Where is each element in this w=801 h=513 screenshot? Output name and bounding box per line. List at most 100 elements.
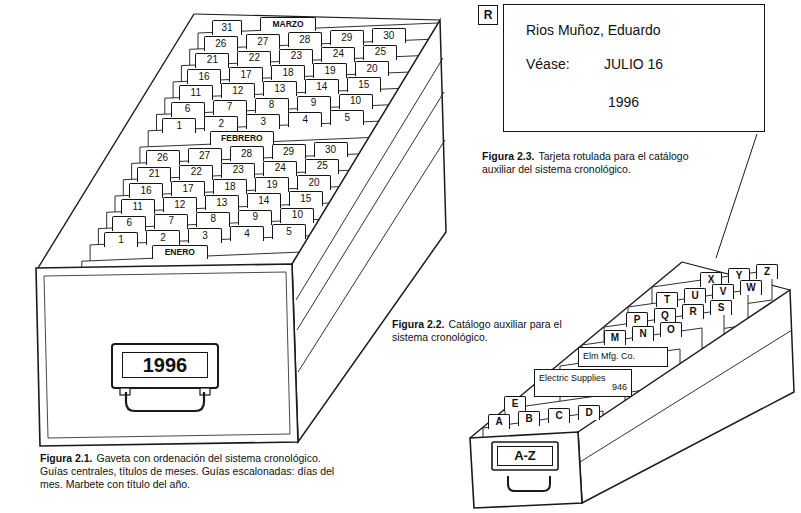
day-tab: 15 — [347, 77, 381, 92]
tab-text: B — [525, 414, 532, 425]
tab-text: Elm Mfg. Co. — [583, 352, 663, 361]
catalog-drawer — [470, 262, 794, 508]
day-tab: 7 — [213, 100, 247, 115]
alphabet-tab: M — [604, 330, 626, 345]
tab-text: 15 — [358, 80, 369, 91]
tab-text: Q — [661, 311, 669, 322]
drawer-handle — [126, 392, 204, 411]
figure-number: Figura 2.3. — [482, 150, 535, 162]
tab-text: Electric Supplies — [539, 374, 627, 383]
day-tab: 10 — [280, 208, 314, 223]
tab-text: 10 — [292, 210, 303, 221]
month-guide: ENERO — [152, 245, 208, 259]
tab-text: 4 — [302, 115, 308, 126]
label-holder — [112, 344, 218, 388]
tab-text: 28 — [241, 149, 252, 160]
card-text: JULIO 16 — [604, 57, 663, 72]
month-guide: FEBRERO — [210, 131, 274, 145]
tab-text: 18 — [283, 68, 294, 79]
drawer-front — [36, 264, 298, 446]
tab-text: E — [512, 399, 519, 410]
tab-text: 27 — [199, 151, 210, 162]
day-tab: 11 — [179, 85, 213, 100]
tab-text: 5 — [286, 227, 292, 238]
tab-text: 8 — [269, 100, 275, 111]
tab-text: C — [555, 411, 562, 422]
drawer-body — [36, 20, 446, 446]
day-tab: 17 — [171, 181, 205, 196]
tab-text: M — [611, 333, 619, 344]
drawer-rail — [297, 92, 444, 330]
day-tab: 28 — [288, 32, 322, 47]
tab-text: 31 — [221, 23, 232, 34]
tab-text: 15 — [300, 194, 311, 205]
tab-text: ENERO — [165, 248, 195, 257]
day-tab: 30 — [372, 28, 406, 43]
day-tab: 3 — [246, 114, 280, 129]
alphabet-tab: D — [578, 405, 600, 420]
day-tab: 23 — [221, 163, 255, 178]
tab-text: A-Z — [514, 449, 536, 463]
tab-text: 2 — [160, 233, 166, 244]
tab-text: 23 — [291, 51, 302, 62]
tab-text: 13 — [274, 84, 285, 95]
tab-text: O — [667, 325, 675, 336]
day-tab: 1 — [162, 118, 196, 133]
day-tab: 20 — [297, 175, 331, 190]
tab-text: P — [634, 315, 641, 326]
tab-text: 25 — [375, 47, 386, 58]
day-tab: 2 — [146, 230, 180, 245]
month-guide: MARZO — [260, 17, 316, 31]
tab-text: S — [718, 303, 725, 314]
alphabet-tab: T — [656, 292, 678, 307]
tab-text: 11 — [191, 88, 201, 99]
tab-text: 6 — [185, 104, 191, 115]
alphabet-tab: W — [740, 280, 762, 295]
day-tab: 16 — [187, 69, 221, 84]
day-tab: 28 — [230, 146, 264, 161]
day-tab: 12 — [163, 197, 197, 212]
tab-text: 14 — [316, 82, 327, 93]
tab-text: A — [495, 417, 502, 428]
tab-text: 1996 — [143, 355, 188, 376]
day-tab: 16 — [129, 183, 163, 198]
tab-text: T — [664, 295, 670, 306]
tab-text: 19 — [325, 66, 336, 77]
day-tab: 6 — [112, 216, 146, 231]
day-tab: 25 — [305, 159, 339, 174]
drawer-front — [470, 432, 582, 508]
tab-text: 18 — [224, 182, 235, 193]
day-tab: 21 — [137, 167, 171, 182]
day-tab: 2 — [204, 116, 238, 131]
day-tab: 19 — [255, 177, 289, 192]
day-tab: 13 — [205, 195, 239, 210]
alphabet-tab: Q — [654, 308, 676, 323]
tab-text: 2 — [218, 119, 224, 130]
tab-text: 17 — [182, 184, 193, 195]
cross-reference-card: Rios Muñoz, EduardoVéase:JULIO 161996 — [503, 4, 765, 132]
drawer-front-inset — [44, 272, 290, 438]
day-tab: 22 — [179, 165, 213, 180]
day-tab: 8 — [255, 98, 289, 113]
figure-caption: Figura 2.1.Gaveta con ordenación del sis… — [40, 452, 340, 491]
day-tab: 20 — [355, 61, 389, 76]
day-tab: 3 — [188, 228, 222, 243]
day-tab: 14 — [247, 193, 281, 208]
tab-text: 14 — [258, 196, 269, 207]
tab-text: 3 — [202, 231, 208, 242]
day-tab: 31 — [212, 20, 242, 35]
leader-line — [716, 134, 757, 258]
alphabet-tab: N — [632, 326, 654, 341]
index-letter-box: R — [478, 5, 498, 25]
day-tab: 29 — [272, 144, 306, 159]
tab-text: 12 — [174, 200, 185, 211]
figure-caption: Figura 2.3.Tarjeta rotulada para el catá… — [482, 150, 722, 176]
day-tab: 23 — [279, 49, 313, 64]
tab-text: R — [689, 307, 696, 318]
alphabet-tab: R — [682, 304, 704, 319]
day-tab: 4 — [288, 112, 322, 127]
tab-text: W — [746, 283, 755, 294]
year-label: 1996 — [122, 352, 208, 378]
